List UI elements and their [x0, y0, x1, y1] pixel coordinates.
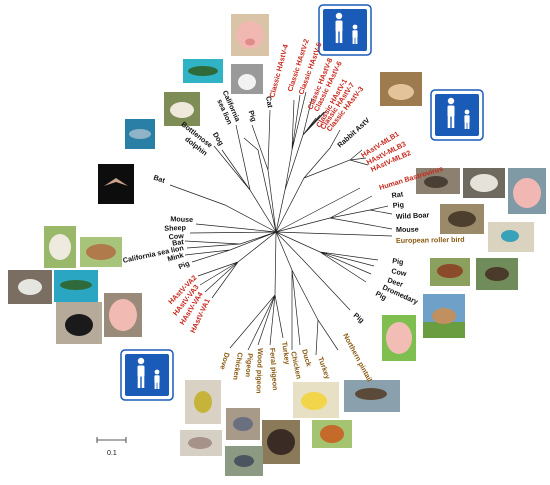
tip-label: Mouse [396, 225, 419, 234]
tip-label: Rat [391, 189, 404, 200]
pig-photo-icon [104, 293, 142, 337]
tip-label: Wood pigeon [254, 348, 265, 394]
dolphin-photo-icon [125, 119, 155, 149]
tip-label: Dove [218, 351, 231, 370]
rat-photo-icon [416, 168, 460, 194]
tip-label: Turkey [280, 341, 292, 365]
bird-photo-icon [225, 446, 263, 476]
canary-photo-icon [185, 380, 221, 424]
tip-label: Northern pintail [341, 332, 374, 383]
tip-label: Feral pigeon [268, 348, 280, 391]
pintail-duck-photo-icon [344, 380, 400, 412]
tip-label: European roller bird [396, 235, 465, 245]
duckling-photo-icon [293, 382, 339, 418]
tip-label: Dog [211, 130, 226, 147]
tip-label: Pig [177, 259, 191, 272]
human-sign-right [430, 89, 484, 141]
human-sign-top [318, 4, 372, 56]
tip-label: Mouse [170, 214, 193, 224]
tip-label: Pig [247, 109, 259, 122]
tip-label: Pigeon [244, 353, 255, 378]
rabbit-photo-icon [380, 72, 422, 106]
hedgehog-photo-icon [440, 204, 484, 234]
pig-photo-icon [382, 315, 416, 361]
tip-label: Duck [300, 348, 313, 367]
tip-label: Cow [391, 266, 408, 278]
cat-photo-icon [231, 64, 263, 94]
scale-bar-label: 0.1 [107, 450, 117, 457]
cow-photo-icon [430, 258, 470, 286]
dog-photo-icon [164, 92, 200, 126]
tip-label: Wild Boar [396, 210, 430, 221]
tip-label: Sheep [164, 223, 186, 233]
pigeon-photo-icon [226, 408, 260, 440]
sea-lion-photo-icon [54, 270, 98, 302]
scale-bar: 0.1 [96, 437, 127, 457]
tip-label: Bat [152, 173, 166, 185]
bat-photo-icon [98, 164, 134, 204]
tip-label: Pig [392, 256, 404, 266]
cow-photo-icon [80, 237, 122, 267]
tip-label: Turkey [316, 356, 332, 381]
tip-label: Mink [166, 250, 184, 263]
dove-photo-icon [180, 430, 222, 456]
deer-photo-icon [476, 258, 518, 290]
turkey-photo-icon [262, 420, 300, 464]
tip-label: Pig [352, 311, 366, 325]
pig-photo-icon [508, 168, 546, 214]
tip-label: Chicken [231, 352, 245, 381]
hedgehog-photo-icon [463, 168, 505, 198]
camel-photo-icon [423, 294, 465, 338]
human-sign-left [120, 349, 174, 401]
mink-photo-icon [56, 302, 102, 344]
pig-photo-icon [231, 14, 269, 56]
sheep-photo-icon [44, 226, 76, 268]
bat-photo-icon [8, 270, 52, 304]
tip-label: Cow [168, 231, 184, 241]
chicken-photo-icon [312, 420, 352, 448]
tip-label: Pig [392, 200, 404, 210]
sea-lion-photo-icon [183, 59, 223, 83]
tip-label: Bat [172, 237, 185, 248]
tip-label: Cat [264, 95, 275, 109]
tree-branches [169, 91, 393, 356]
roller-bird-photo-icon [488, 222, 534, 252]
